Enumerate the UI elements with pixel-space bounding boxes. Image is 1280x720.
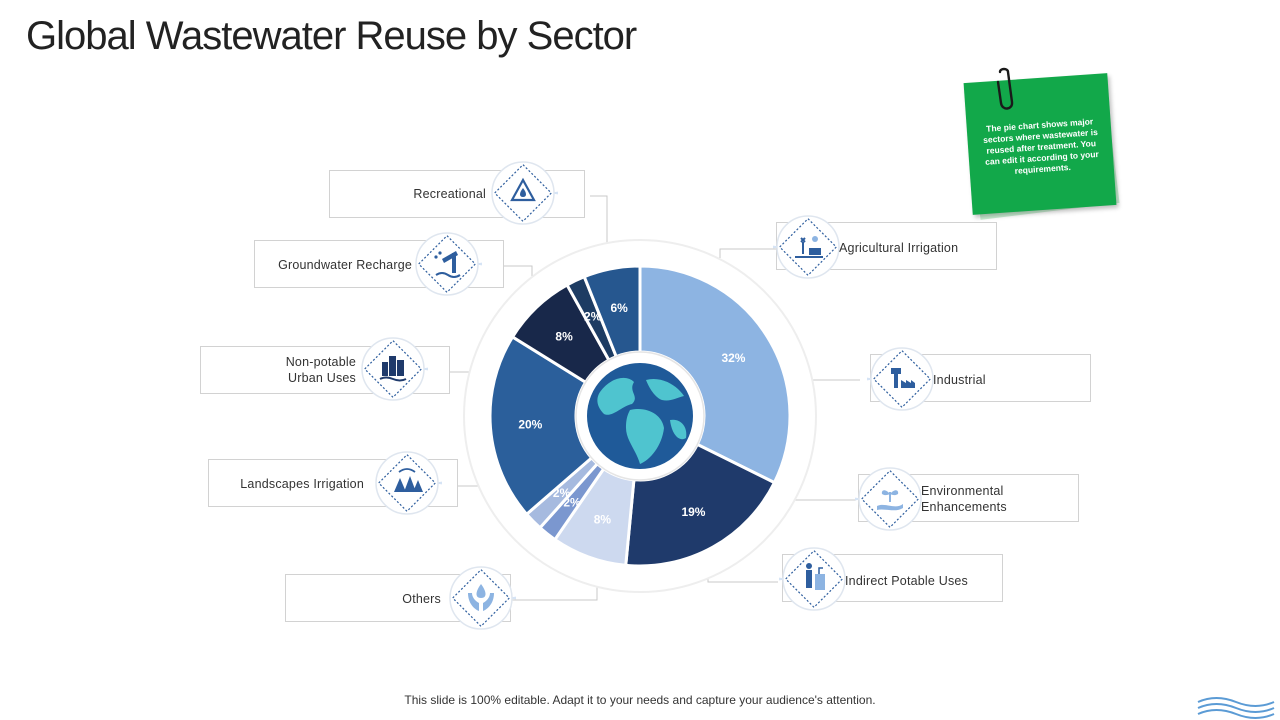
factory-icon (867, 347, 934, 411)
pie-slice-label: 6% (611, 301, 629, 315)
pie-slice-labels: 32%19%8%2%2%20%8%2%6% (518, 301, 745, 526)
agriculture-windmill-icon (773, 215, 840, 279)
waves-icon (1197, 697, 1275, 719)
label-environmental: Environmental Enhancements (921, 484, 1007, 514)
drinking-fountain-icon (779, 547, 846, 611)
sticky-note: The pie chart shows major sectors where … (963, 73, 1120, 220)
plant-hand-icon (855, 467, 922, 531)
sticky-note-paper: The pie chart shows major sectors where … (963, 73, 1117, 215)
pie-slice-label: 8% (594, 512, 612, 526)
recycle-water-icon (491, 161, 558, 225)
pie-slice-label: 19% (681, 505, 705, 519)
groundwater-pump-icon (415, 232, 482, 296)
pie-slices (488, 264, 792, 568)
pie-slice-label: 8% (555, 329, 573, 343)
trees-irrigation-icon (375, 451, 442, 515)
pie-slice-label: 32% (721, 351, 745, 365)
pie-slice-label: 2% (553, 486, 571, 500)
globe-icon (587, 363, 693, 469)
footer-text: This slide is 100% editable. Adapt it to… (404, 693, 876, 707)
urban-buildings-icon (361, 337, 428, 401)
sticky-note-text: The pie chart shows major sectors where … (982, 116, 1100, 176)
hands-water-icon (449, 566, 516, 630)
label-others: Others (402, 592, 441, 606)
paperclip-icon (996, 67, 1014, 110)
label-nonpotable: Non-potable Urban Uses (285, 355, 356, 385)
label-landscapes: Landscapes Irrigation (240, 477, 364, 491)
label-industrial: Industrial (933, 373, 986, 387)
pie-slice-label: 2% (584, 310, 602, 324)
pie-slice-label: 20% (518, 418, 542, 432)
label-groundwater: Groundwater Recharge (278, 258, 412, 272)
page-title: Global Wastewater Reuse by Sector (26, 14, 637, 58)
label-recreational: Recreational (413, 187, 486, 201)
label-agricultural: Agricultural Irrigation (839, 241, 959, 255)
pie-slice-label: 2% (563, 495, 581, 509)
label-indirect: Indirect Potable Uses (845, 574, 969, 588)
